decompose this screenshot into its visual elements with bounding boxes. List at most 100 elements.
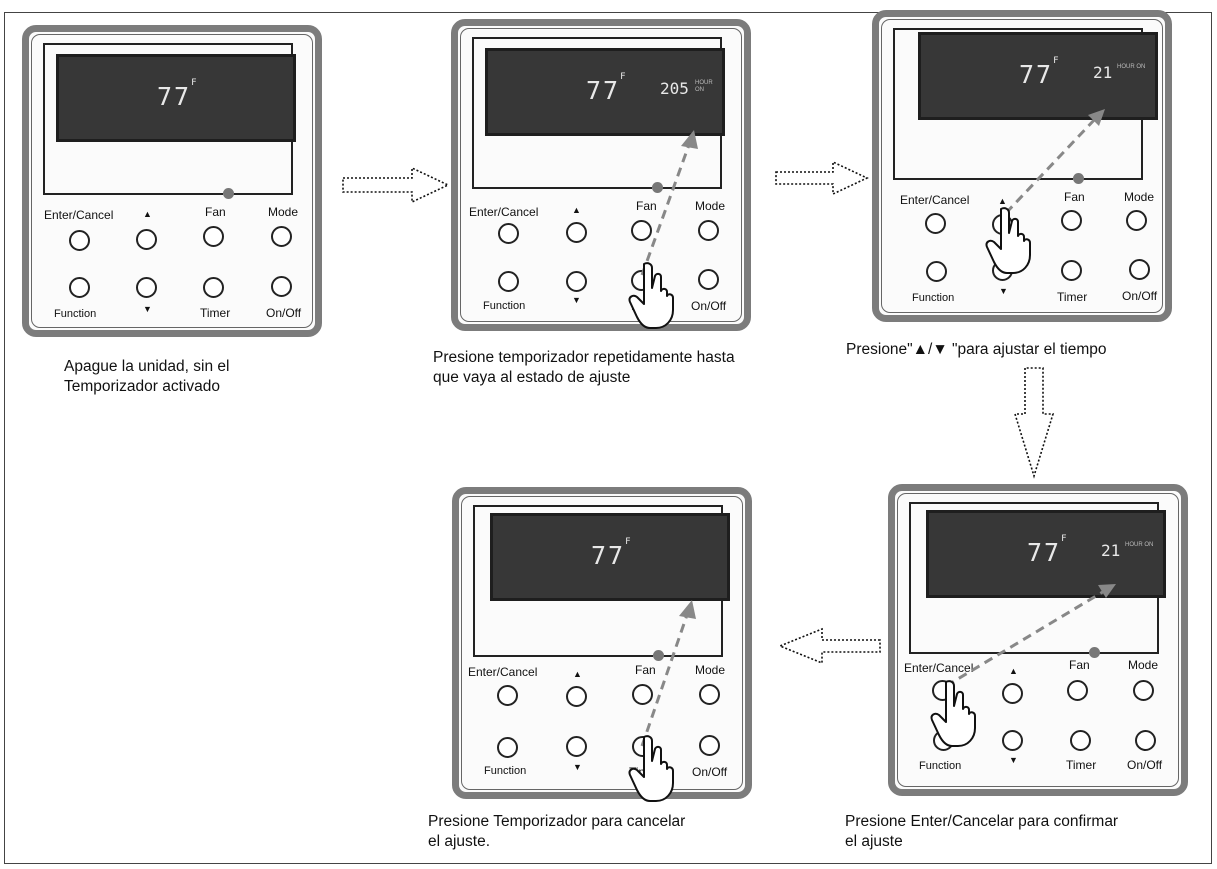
label-function: Function — [484, 765, 527, 777]
label-on-off: On/Off — [1122, 289, 1158, 303]
display-bracket-bottom — [472, 187, 652, 189]
on-off-button[interactable] — [698, 269, 719, 290]
panel-inner-border — [31, 34, 313, 328]
timer-readout: 205 — [660, 79, 689, 98]
on-off-button[interactable] — [271, 276, 292, 297]
temperature-readout: 77F — [586, 72, 628, 105]
up-button[interactable] — [992, 214, 1013, 235]
caption-line: que vaya al estado de ajuste — [433, 369, 631, 386]
label-down-arrow: ▼ — [1009, 755, 1018, 765]
label-mode: Mode — [695, 199, 726, 213]
fan-button[interactable] — [631, 220, 652, 241]
label-function: Function — [483, 300, 526, 312]
display-bracket-bottom — [909, 652, 1089, 654]
timer-unit: HOUR ON — [695, 80, 713, 93]
label-down-arrow: ▼ — [999, 286, 1008, 296]
label-timer: Timer — [200, 306, 231, 320]
label-enter-cancel: Enter/Cancel — [44, 208, 114, 222]
label-timer: Timer — [629, 765, 660, 779]
indicator-line — [233, 193, 293, 195]
indicator-dot — [1089, 647, 1100, 658]
label-on-off: On/Off — [692, 765, 728, 779]
caption-line: Apague la unidad, sin el — [64, 358, 230, 375]
lcd-screen: 77F — [56, 54, 296, 142]
temperature-readout: 77F — [157, 78, 199, 111]
indicator-line — [1099, 652, 1159, 654]
label-on-off: On/Off — [1127, 758, 1163, 772]
function-button[interactable] — [498, 271, 519, 292]
up-button[interactable] — [1002, 683, 1023, 704]
label-enter-cancel: Enter/Cancel — [468, 665, 538, 679]
down-button[interactable] — [566, 271, 587, 292]
indicator-line — [662, 187, 722, 189]
mode-button[interactable] — [1133, 680, 1154, 701]
controller-panel-4: 77F 21 HOUR ON Enter/Cancel ▲ Fan Mode F… — [888, 484, 1188, 796]
label-timer: Timer — [629, 299, 660, 313]
indicator-dot — [1073, 173, 1084, 184]
timer-button[interactable] — [632, 736, 653, 757]
timer-button[interactable] — [631, 270, 652, 291]
on-off-button[interactable] — [1129, 259, 1150, 280]
on-off-button[interactable] — [1135, 730, 1156, 751]
temperature-readout: 77F — [1027, 534, 1069, 567]
label-mode: Mode — [268, 205, 299, 219]
panel-inner-border — [881, 19, 1163, 313]
function-button[interactable] — [69, 277, 90, 298]
mode-button[interactable] — [1126, 210, 1147, 231]
mode-button[interactable] — [699, 684, 720, 705]
up-button[interactable] — [566, 222, 587, 243]
down-button[interactable] — [566, 736, 587, 757]
temperature-readout: 77F — [591, 537, 633, 570]
function-button[interactable] — [497, 737, 518, 758]
down-button[interactable] — [136, 277, 157, 298]
label-function: Function — [912, 292, 955, 304]
label-on-off: On/Off — [266, 306, 302, 320]
label-fan: Fan — [1064, 190, 1085, 204]
timer-readout: 21 — [1093, 63, 1113, 82]
mode-button[interactable] — [698, 220, 719, 241]
down-button[interactable] — [992, 260, 1013, 281]
label-enter-cancel: Enter/Cancel — [900, 193, 970, 207]
label-up-arrow: ▲ — [998, 196, 1007, 206]
function-button[interactable] — [933, 730, 954, 751]
caption-step-1: Apague la unidad, sin el Temporizador ac… — [64, 357, 229, 397]
caption-line: Temporizador activado — [64, 378, 220, 395]
timer-button[interactable] — [1070, 730, 1091, 751]
label-down-arrow: ▼ — [572, 295, 581, 305]
function-button[interactable] — [926, 261, 947, 282]
timer-button[interactable] — [1061, 260, 1082, 281]
label-up-arrow: ▲ — [573, 669, 582, 679]
label-mode: Mode — [1128, 658, 1159, 672]
caption-line: el ajuste. — [428, 833, 491, 850]
up-button[interactable] — [566, 686, 587, 707]
enter-cancel-button[interactable] — [497, 685, 518, 706]
enter-cancel-button[interactable] — [498, 223, 519, 244]
fan-button[interactable] — [203, 226, 224, 247]
fan-button[interactable] — [632, 684, 653, 705]
label-enter-cancel: Enter/Cancel — [904, 661, 974, 675]
caption-line: Presione Enter/Cancelar para confirmar — [845, 813, 1119, 830]
caption-line: Presione temporizador repetidamente hast… — [433, 349, 735, 366]
panel-inner-border — [461, 496, 743, 790]
display-bracket-bottom — [893, 178, 1073, 180]
label-fan: Fan — [636, 199, 657, 213]
up-button[interactable] — [136, 229, 157, 250]
fan-button[interactable] — [1067, 680, 1088, 701]
timer-button[interactable] — [203, 277, 224, 298]
caption-line: Presione"▲/▼ "para ajustar el tiempo — [846, 341, 1107, 358]
label-function: Function — [54, 308, 97, 320]
on-off-button[interactable] — [699, 735, 720, 756]
enter-cancel-button[interactable] — [925, 213, 946, 234]
label-function: Function — [919, 760, 962, 772]
enter-cancel-button[interactable] — [932, 680, 953, 701]
label-down-arrow: ▼ — [573, 762, 582, 772]
panel-inner-border — [460, 28, 742, 322]
label-on-off: On/Off — [691, 299, 727, 313]
indicator-dot — [223, 188, 234, 199]
label-fan: Fan — [1069, 658, 1090, 672]
timer-unit: HOUR ON — [1117, 64, 1146, 70]
enter-cancel-button[interactable] — [69, 230, 90, 251]
mode-button[interactable] — [271, 226, 292, 247]
down-button[interactable] — [1002, 730, 1023, 751]
fan-button[interactable] — [1061, 210, 1082, 231]
